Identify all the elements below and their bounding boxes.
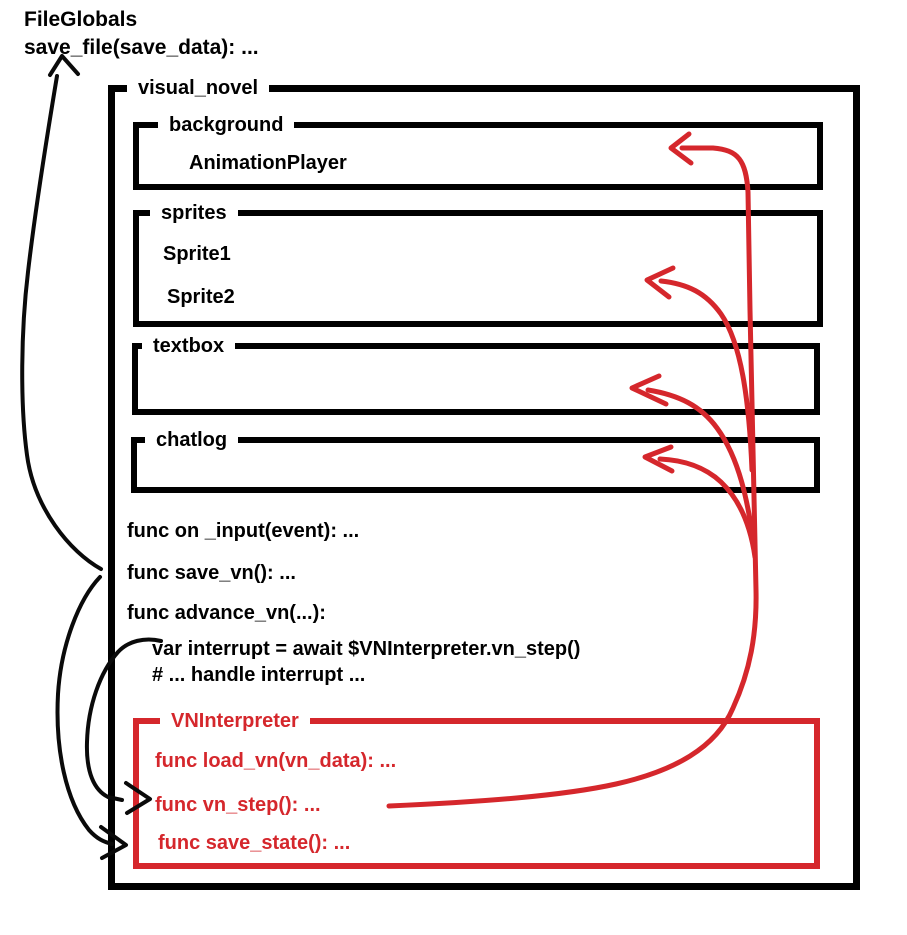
background-label: background (158, 113, 295, 137)
func-load-vn: func load_vn(vn_data): ... (155, 750, 397, 772)
vninterpreter-label: VNInterpreter (160, 709, 310, 733)
advance-vn-body-line1: var interrupt = await $VNInterpreter.vn_… (152, 638, 581, 660)
textbox-box (132, 343, 820, 415)
textbox-label: textbox (142, 334, 236, 358)
black-arrow-savevn-to-savefile (20, 74, 103, 571)
func-vn-step: func vn_step(): ... (155, 794, 321, 816)
black-arrow-savevn-to-savestate (55, 575, 114, 846)
func-on-input: func on _input(event): ... (127, 520, 360, 542)
func-advance-vn: func advance_vn(...): (127, 602, 326, 624)
chatlog-label: chatlog (145, 428, 239, 452)
animationplayer-node: AnimationPlayer (189, 152, 347, 174)
fileglobals-title: FileGlobals (24, 8, 138, 31)
fileglobals-save-file-line: save_file(save_data): ... (24, 36, 259, 59)
sprite2-node: Sprite2 (167, 286, 235, 308)
visual-novel-label: visual_novel (127, 76, 270, 100)
sprite1-node: Sprite1 (163, 243, 231, 265)
sprites-label: sprites (150, 201, 238, 225)
advance-vn-body-line2: # ... handle interrupt ... (152, 664, 366, 686)
visual-novel-box (108, 85, 860, 890)
func-save-vn: func save_vn(): ... (127, 562, 296, 584)
func-save-state: func save_state(): ... (158, 832, 351, 854)
sprites-box (133, 210, 823, 327)
